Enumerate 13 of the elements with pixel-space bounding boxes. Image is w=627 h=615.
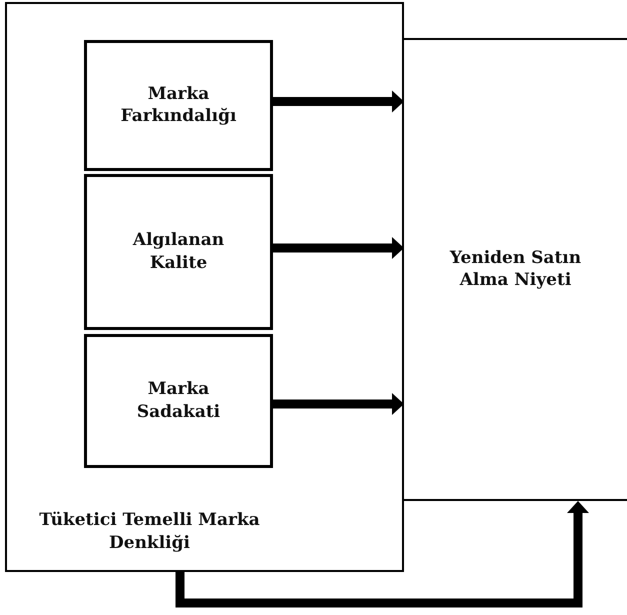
arrow (271, 237, 404, 259)
arrow (271, 90, 404, 112)
node-label: Yeniden Satın Alma Niyeti (448, 246, 582, 292)
arrow (271, 393, 404, 415)
node-label: Tüketici Temelli Marka Denkliği (38, 509, 261, 555)
concept-box (84, 174, 273, 330)
concept-box (84, 40, 273, 171)
outcome-box (404, 38, 627, 501)
node-label: Marka Sadakati (136, 378, 222, 424)
node-label: Marka Farkındalığı (120, 82, 238, 128)
concept-box (84, 334, 273, 468)
node-label: Algılanan Kalite (132, 229, 226, 275)
group-box (5, 2, 404, 572)
